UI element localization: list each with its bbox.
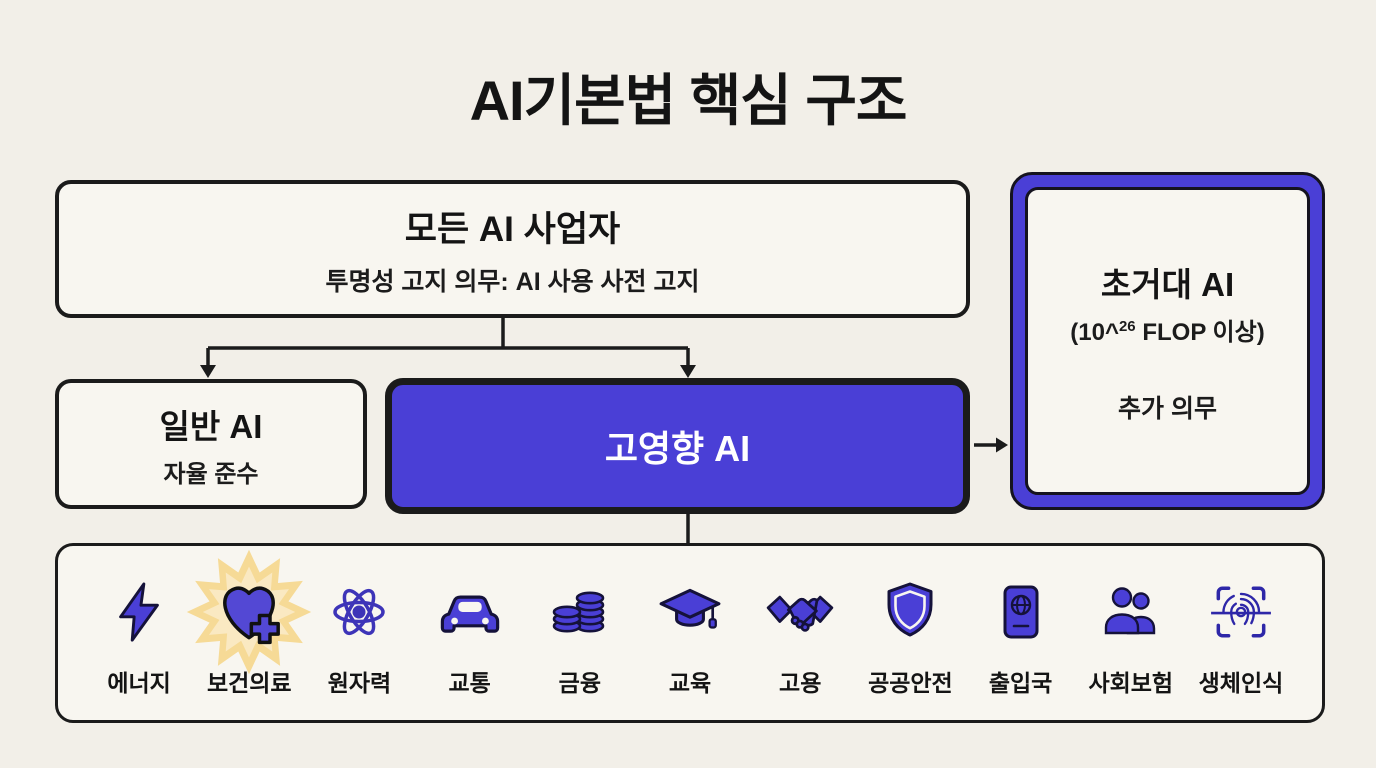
sector-immigration: 출입국 — [966, 556, 1076, 712]
graduation-cap-icon — [657, 560, 723, 664]
sector-social-insurance: 사회보험 — [1076, 556, 1186, 712]
coins-icon — [548, 560, 612, 664]
car-icon — [436, 560, 504, 664]
fingerprint-scan-icon — [1208, 560, 1274, 664]
frontier-ai-flop-threshold: (10^26 FLOP 이상) — [1070, 318, 1265, 346]
sector-employment: 고용 — [745, 556, 855, 712]
general-ai-subtitle: 자율 준수 — [163, 460, 259, 488]
sector-finance: 금융 — [525, 556, 635, 712]
atom-icon — [327, 560, 391, 664]
shield-icon — [878, 560, 942, 664]
frontier-ai-box-inner: 초거대 AI (10^26 FLOP 이상) 추가 의무 — [1025, 187, 1310, 495]
frontier-ai-box: 초거대 AI (10^26 FLOP 이상) 추가 의무 — [1010, 172, 1325, 510]
all-ai-business-box: 모든 AI 사업자 투명성 고지 의무: AI 사용 사전 고지 — [55, 180, 970, 318]
sector-energy: 에너지 — [84, 556, 194, 712]
page-title: AI기본법 핵심 구조 — [469, 69, 908, 132]
sector-education: 교육 — [635, 556, 745, 712]
handshake-icon — [766, 560, 834, 664]
high-impact-sectors-panel: 에너지 보건의료 — [55, 543, 1325, 723]
passport-icon — [989, 560, 1053, 664]
general-ai-title: 일반 AI — [159, 407, 263, 445]
heart-medical-icon — [187, 549, 312, 675]
sector-transport: 교통 — [415, 556, 525, 712]
people-icon — [1099, 560, 1163, 664]
frontier-ai-note: 추가 의무 — [1118, 395, 1217, 423]
all-ai-business-subtitle: 투명성 고지 의무: AI 사용 사전 고지 — [325, 267, 700, 296]
sector-nuclear: 원자력 — [304, 556, 414, 712]
high-impact-ai-box: 고영향 AI — [385, 378, 970, 514]
all-ai-business-title: 모든 AI 사업자 — [404, 209, 621, 249]
sector-healthcare: 보건의료 — [187, 549, 312, 712]
frontier-ai-title: 초거대 AI — [1100, 266, 1235, 303]
sector-public-safety: 공공안전 — [855, 556, 965, 712]
lightning-bolt-icon — [108, 560, 170, 664]
high-impact-ai-title: 고영향 AI — [604, 428, 751, 469]
sector-biometric: 생체인식 — [1186, 556, 1296, 712]
general-ai-box: 일반 AI 자율 준수 — [55, 379, 367, 509]
